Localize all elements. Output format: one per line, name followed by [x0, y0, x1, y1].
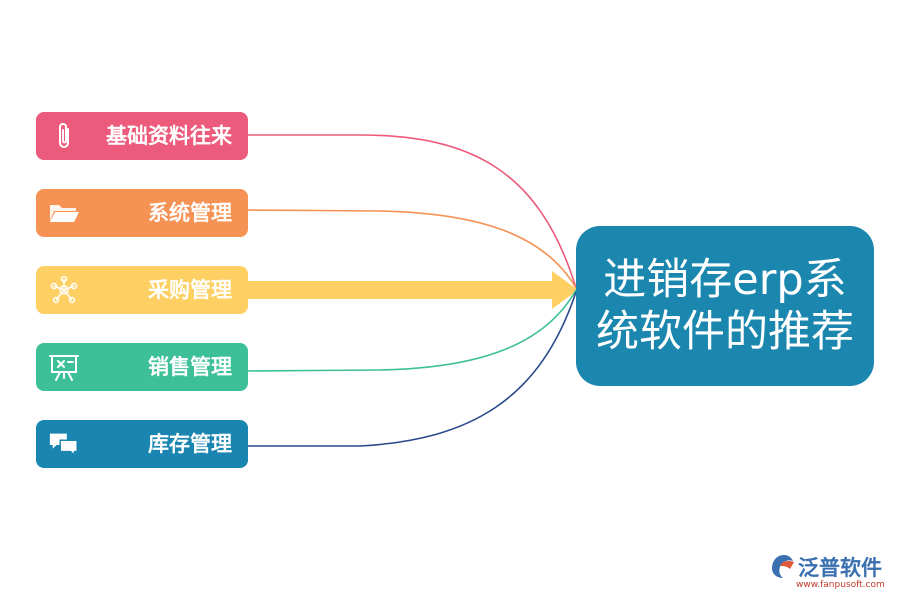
brand-url: www.fanpusoft.com [796, 580, 885, 590]
connector-line-4 [247, 289, 577, 372]
item-inventory-management: 库存管理 [36, 420, 248, 468]
folder-icon [48, 197, 80, 229]
connector-line-5 [248, 291, 577, 447]
fanpu-logo-icon [772, 555, 794, 578]
item-label: 基础资料往来 [106, 123, 232, 148]
network-icon [48, 274, 80, 306]
central-topic-title: 进销存erp系统软件的推荐 [596, 255, 854, 357]
item-purchase-management: 采购管理 [36, 266, 248, 314]
item-label: 销售管理 [148, 354, 232, 379]
connector-arrow-3 [248, 271, 578, 309]
paperclip-icon [48, 120, 80, 152]
presentation-board-icon [48, 351, 80, 383]
connector-line-1 [248, 134, 577, 289]
item-label: 采购管理 [148, 277, 232, 302]
item-system-management: 系统管理 [36, 189, 248, 237]
connector-line-2 [247, 209, 577, 289]
brand-name: 泛普软件 [798, 556, 882, 580]
brand-logo: 泛普软件 www.fanpusoft.com [770, 552, 894, 596]
chat-bubbles-icon [48, 428, 80, 460]
item-basic-data: 基础资料往来 [36, 112, 248, 160]
item-sales-management: 销售管理 [36, 343, 248, 391]
central-topic: 进销存erp系统软件的推荐 [576, 226, 874, 386]
item-label: 库存管理 [148, 431, 232, 456]
item-label: 系统管理 [148, 200, 232, 225]
